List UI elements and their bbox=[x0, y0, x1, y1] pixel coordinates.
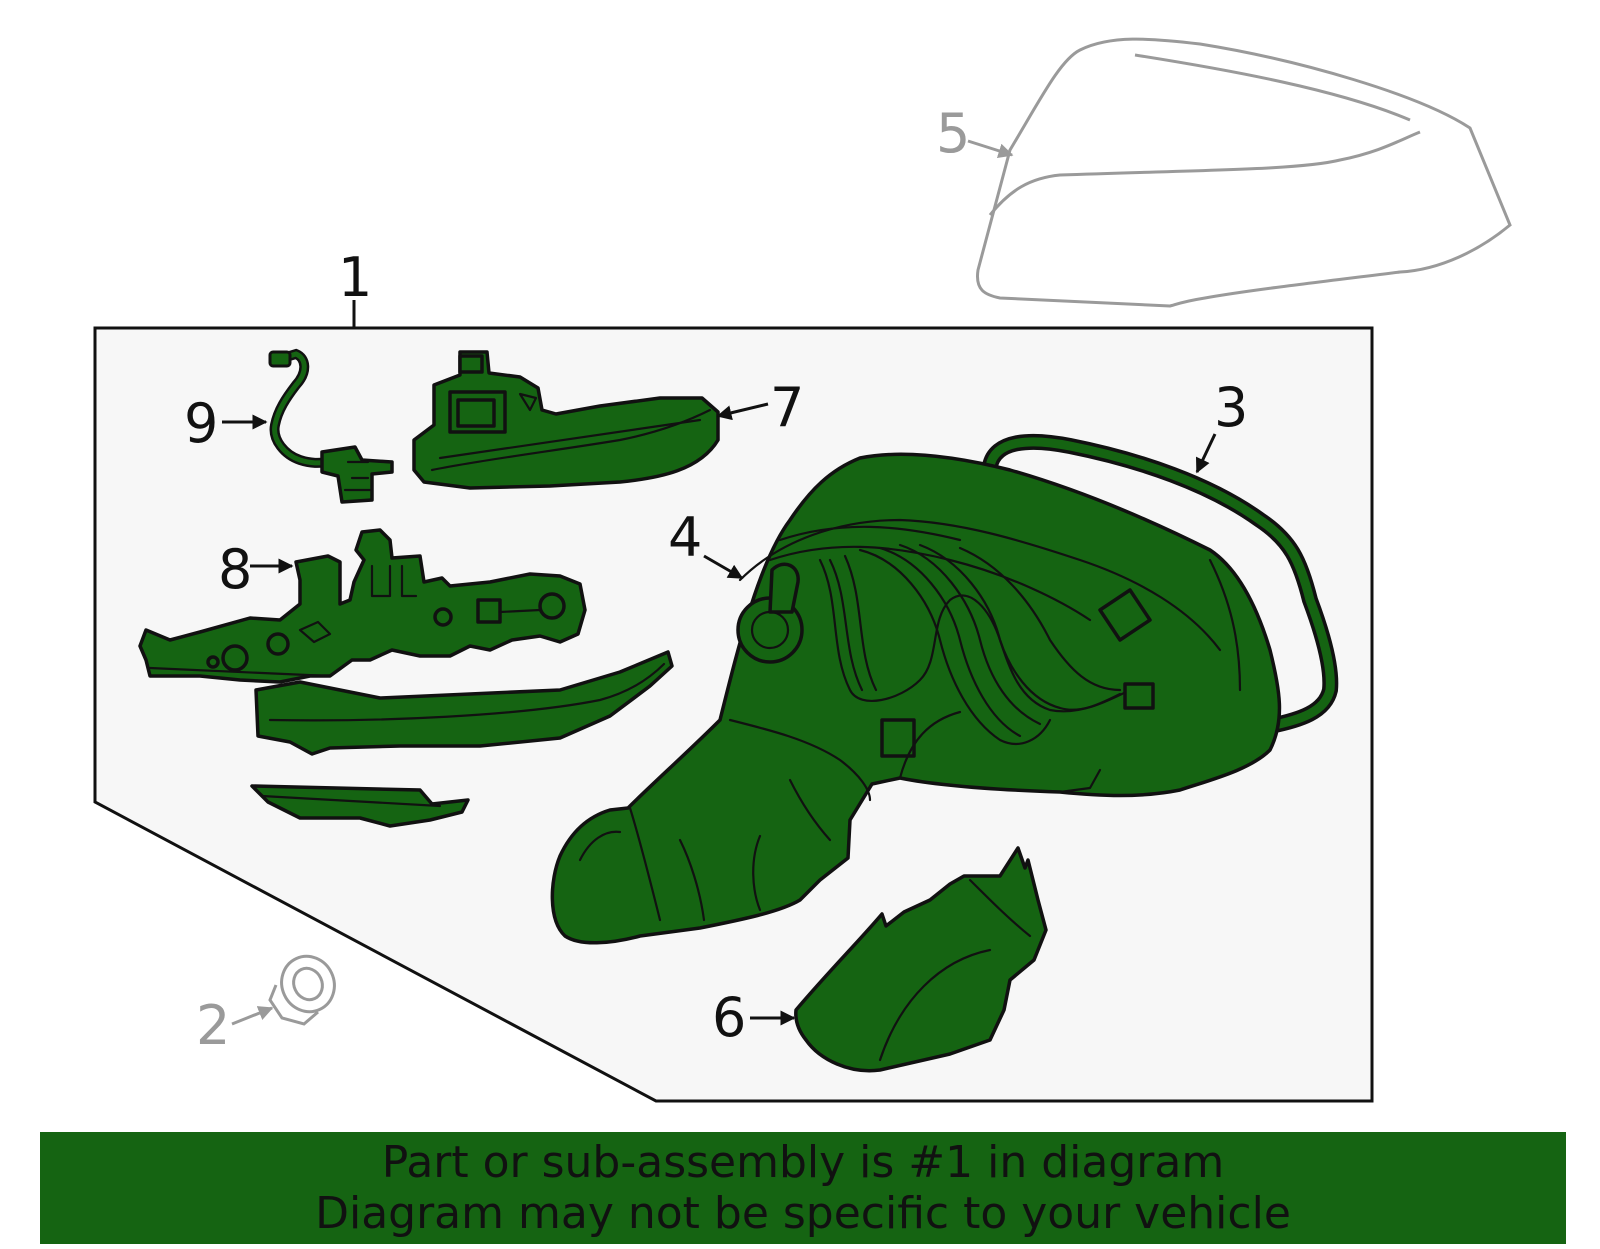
mirror-housing-part-4[interactable] bbox=[550, 452, 1282, 945]
callout-8: 8 bbox=[218, 538, 252, 601]
nut-part-2[interactable] bbox=[268, 948, 343, 1026]
callout-5: 5 bbox=[936, 102, 970, 165]
callout-2: 2 bbox=[196, 994, 230, 1057]
info-banner: Part or sub-assembly is #1 in diagram Di… bbox=[40, 1132, 1566, 1244]
callout-7: 7 bbox=[770, 376, 804, 439]
mirror-cover-part-5[interactable] bbox=[975, 37, 1512, 308]
lower-cover-part-6[interactable] bbox=[794, 846, 1048, 1073]
callout-3: 3 bbox=[1214, 376, 1248, 439]
bracket-part-8[interactable] bbox=[138, 528, 674, 828]
callout-5-arrow bbox=[967, 139, 1014, 159]
callout-6: 6 bbox=[712, 986, 746, 1049]
callout-9: 9 bbox=[184, 392, 218, 455]
turn-signal-part-7[interactable] bbox=[412, 350, 720, 490]
callout-4-arrow bbox=[703, 554, 744, 580]
callout-7-arrow bbox=[716, 402, 769, 421]
callout-4: 4 bbox=[668, 506, 702, 569]
info-banner-background bbox=[40, 1132, 1566, 1244]
banner-line-1: Part or sub-assembly is #1 in diagram bbox=[381, 1137, 1225, 1188]
callout-2-arrow bbox=[231, 1006, 274, 1026]
gasket-part-3[interactable] bbox=[982, 433, 1339, 734]
banner-line-2: Diagram may not be specific to your vehi… bbox=[315, 1188, 1291, 1239]
wire-harness-part-9[interactable] bbox=[268, 348, 394, 504]
callout-1: 1 bbox=[338, 246, 372, 309]
callout-3-arrow bbox=[1195, 433, 1217, 474]
